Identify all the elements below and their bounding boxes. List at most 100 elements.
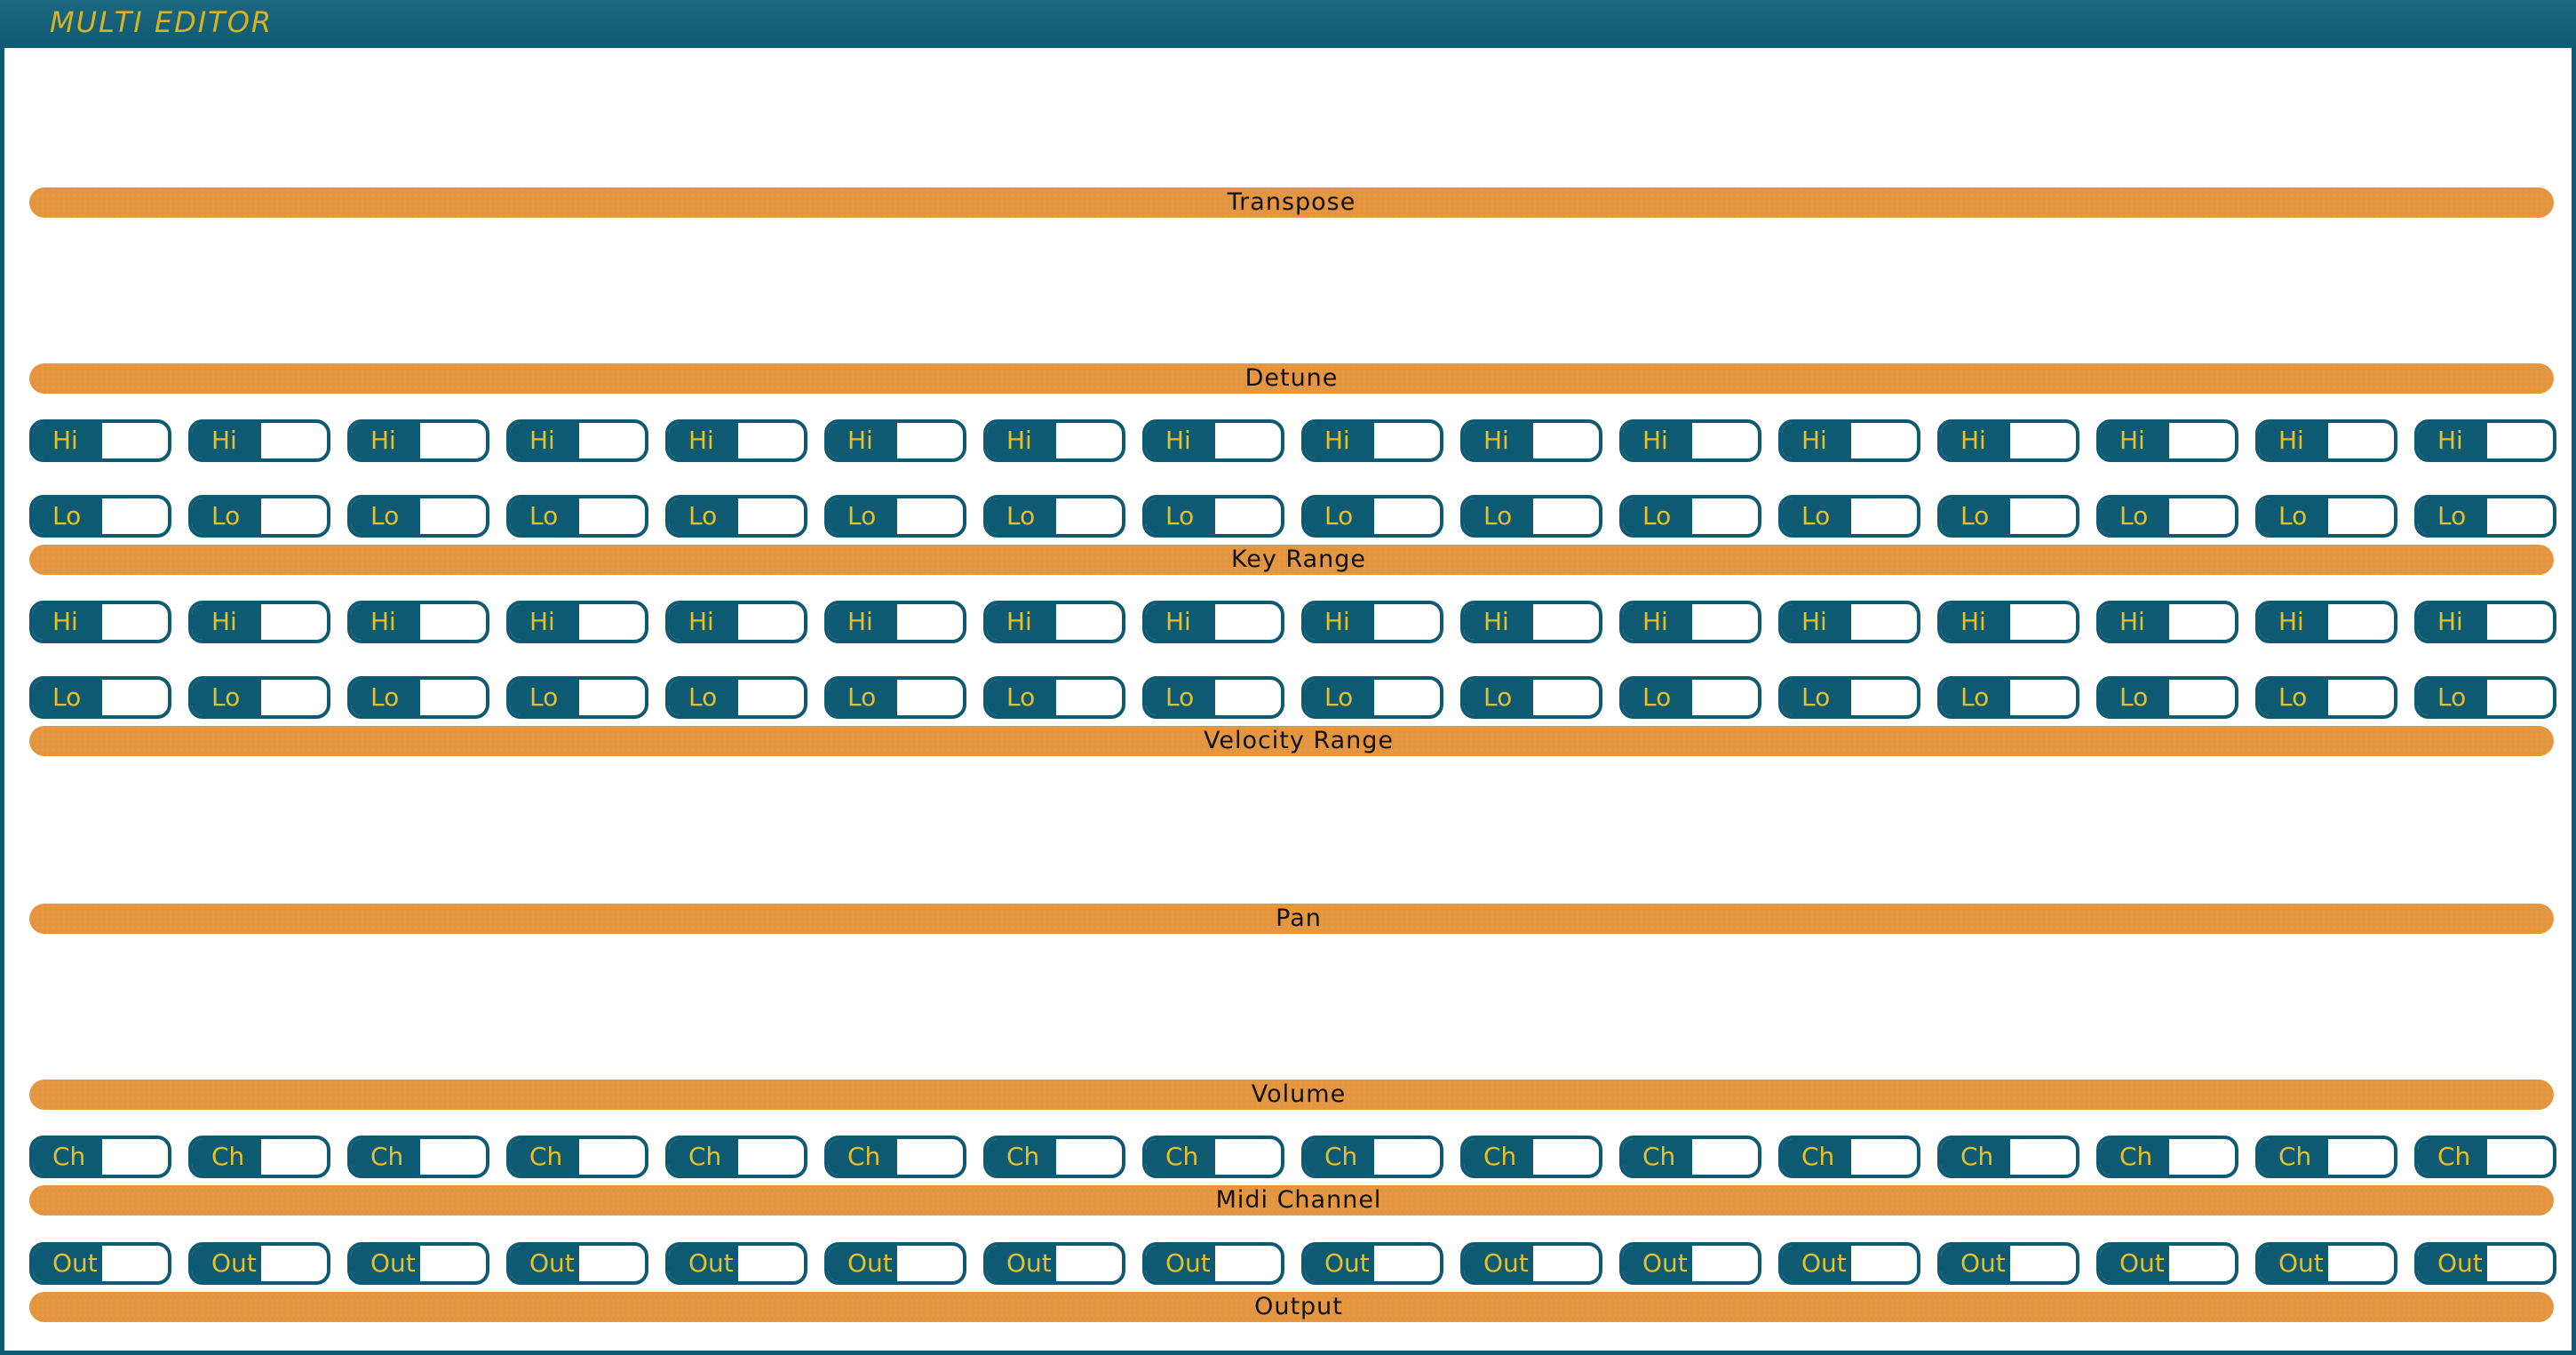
hi-field-part-14[interactable]: Hi bbox=[2096, 419, 2238, 462]
lo-value-input[interactable] bbox=[102, 498, 168, 534]
lo-value-input[interactable] bbox=[1215, 498, 1281, 534]
hi-field-part-3[interactable]: Hi bbox=[347, 601, 489, 643]
hi-field-part-12[interactable]: Hi bbox=[1778, 419, 1920, 462]
hi-field-part-15[interactable]: Hi bbox=[2255, 601, 2397, 643]
ch-value-input[interactable] bbox=[1692, 1139, 1758, 1175]
hi-value-input[interactable] bbox=[897, 423, 963, 458]
hi-field-part-16[interactable]: Hi bbox=[2414, 419, 2556, 462]
ch-field-part-2[interactable]: Ch bbox=[188, 1136, 330, 1178]
out-field-part-14[interactable]: Out bbox=[2096, 1242, 2238, 1285]
hi-field-part-11[interactable]: Hi bbox=[1619, 601, 1761, 643]
hi-field-part-4[interactable]: Hi bbox=[506, 419, 648, 462]
hi-value-input[interactable] bbox=[579, 423, 645, 458]
ch-value-input[interactable] bbox=[2010, 1139, 2076, 1175]
lo-field-part-15[interactable]: Lo bbox=[2255, 676, 2397, 719]
lo-field-part-11[interactable]: Lo bbox=[1619, 495, 1761, 538]
ch-field-part-13[interactable]: Ch bbox=[1937, 1136, 2079, 1178]
lo-field-part-8[interactable]: Lo bbox=[1142, 676, 1284, 719]
ch-field-part-11[interactable]: Ch bbox=[1619, 1136, 1761, 1178]
hi-value-input[interactable] bbox=[261, 423, 327, 458]
hi-field-part-15[interactable]: Hi bbox=[2255, 419, 2397, 462]
lo-field-part-9[interactable]: Lo bbox=[1301, 676, 1443, 719]
out-value-input[interactable] bbox=[261, 1246, 327, 1281]
lo-value-input[interactable] bbox=[1692, 680, 1758, 715]
ch-field-part-7[interactable]: Ch bbox=[983, 1136, 1125, 1178]
out-field-part-15[interactable]: Out bbox=[2255, 1242, 2397, 1285]
hi-field-part-13[interactable]: Hi bbox=[1937, 601, 2079, 643]
out-value-input[interactable] bbox=[1215, 1246, 1281, 1281]
out-value-input[interactable] bbox=[1851, 1246, 1917, 1281]
out-value-input[interactable] bbox=[2010, 1246, 2076, 1281]
ch-value-input[interactable] bbox=[2328, 1139, 2394, 1175]
lo-field-part-6[interactable]: Lo bbox=[824, 676, 966, 719]
out-value-input[interactable] bbox=[738, 1246, 804, 1281]
hi-field-part-16[interactable]: Hi bbox=[2414, 601, 2556, 643]
hi-value-input[interactable] bbox=[420, 423, 486, 458]
hi-value-input[interactable] bbox=[1374, 604, 1440, 640]
lo-value-input[interactable] bbox=[420, 498, 486, 534]
lo-value-input[interactable] bbox=[420, 680, 486, 715]
hi-field-part-3[interactable]: Hi bbox=[347, 419, 489, 462]
out-field-part-12[interactable]: Out bbox=[1778, 1242, 1920, 1285]
hi-field-part-8[interactable]: Hi bbox=[1142, 419, 1284, 462]
hi-value-input[interactable] bbox=[1215, 604, 1281, 640]
hi-field-part-6[interactable]: Hi bbox=[824, 601, 966, 643]
lo-field-part-16[interactable]: Lo bbox=[2414, 495, 2556, 538]
lo-value-input[interactable] bbox=[1374, 498, 1440, 534]
ch-value-input[interactable] bbox=[420, 1139, 486, 1175]
ch-field-part-15[interactable]: Ch bbox=[2255, 1136, 2397, 1178]
hi-value-input[interactable] bbox=[1056, 423, 1122, 458]
hi-value-input[interactable] bbox=[1533, 604, 1599, 640]
lo-value-input[interactable] bbox=[1374, 680, 1440, 715]
hi-value-input[interactable] bbox=[579, 604, 645, 640]
lo-value-input[interactable] bbox=[1533, 680, 1599, 715]
lo-field-part-9[interactable]: Lo bbox=[1301, 495, 1443, 538]
ch-value-input[interactable] bbox=[2169, 1139, 2235, 1175]
hi-value-input[interactable] bbox=[2169, 423, 2235, 458]
lo-field-part-1[interactable]: Lo bbox=[29, 676, 171, 719]
ch-value-input[interactable] bbox=[897, 1139, 963, 1175]
lo-field-part-3[interactable]: Lo bbox=[347, 676, 489, 719]
lo-field-part-7[interactable]: Lo bbox=[983, 676, 1125, 719]
lo-field-part-2[interactable]: Lo bbox=[188, 495, 330, 538]
lo-value-input[interactable] bbox=[2328, 680, 2394, 715]
hi-field-part-2[interactable]: Hi bbox=[188, 601, 330, 643]
ch-value-input[interactable] bbox=[1533, 1139, 1599, 1175]
lo-value-input[interactable] bbox=[2169, 498, 2235, 534]
hi-value-input[interactable] bbox=[738, 423, 804, 458]
out-value-input[interactable] bbox=[1056, 1246, 1122, 1281]
lo-value-input[interactable] bbox=[1533, 498, 1599, 534]
out-field-part-13[interactable]: Out bbox=[1937, 1242, 2079, 1285]
lo-field-part-10[interactable]: Lo bbox=[1460, 495, 1602, 538]
out-value-input[interactable] bbox=[2169, 1246, 2235, 1281]
lo-field-part-5[interactable]: Lo bbox=[665, 676, 807, 719]
hi-value-input[interactable] bbox=[1374, 423, 1440, 458]
out-field-part-11[interactable]: Out bbox=[1619, 1242, 1761, 1285]
hi-field-part-10[interactable]: Hi bbox=[1460, 419, 1602, 462]
hi-value-input[interactable] bbox=[2328, 604, 2394, 640]
lo-value-input[interactable] bbox=[1056, 498, 1122, 534]
out-field-part-1[interactable]: Out bbox=[29, 1242, 171, 1285]
hi-value-input[interactable] bbox=[1851, 604, 1917, 640]
lo-field-part-1[interactable]: Lo bbox=[29, 495, 171, 538]
lo-field-part-14[interactable]: Lo bbox=[2096, 676, 2238, 719]
lo-value-input[interactable] bbox=[1851, 680, 1917, 715]
hi-field-part-1[interactable]: Hi bbox=[29, 419, 171, 462]
ch-value-input[interactable] bbox=[579, 1139, 645, 1175]
hi-field-part-2[interactable]: Hi bbox=[188, 419, 330, 462]
lo-value-input[interactable] bbox=[2328, 498, 2394, 534]
lo-field-part-6[interactable]: Lo bbox=[824, 495, 966, 538]
out-field-part-3[interactable]: Out bbox=[347, 1242, 489, 1285]
hi-field-part-11[interactable]: Hi bbox=[1619, 419, 1761, 462]
hi-value-input[interactable] bbox=[1215, 423, 1281, 458]
ch-value-input[interactable] bbox=[261, 1139, 327, 1175]
ch-field-part-5[interactable]: Ch bbox=[665, 1136, 807, 1178]
lo-value-input[interactable] bbox=[738, 680, 804, 715]
lo-field-part-14[interactable]: Lo bbox=[2096, 495, 2238, 538]
lo-field-part-13[interactable]: Lo bbox=[1937, 676, 2079, 719]
out-field-part-8[interactable]: Out bbox=[1142, 1242, 1284, 1285]
ch-field-part-9[interactable]: Ch bbox=[1301, 1136, 1443, 1178]
lo-value-input[interactable] bbox=[738, 498, 804, 534]
ch-field-part-12[interactable]: Ch bbox=[1778, 1136, 1920, 1178]
hi-value-input[interactable] bbox=[897, 604, 963, 640]
